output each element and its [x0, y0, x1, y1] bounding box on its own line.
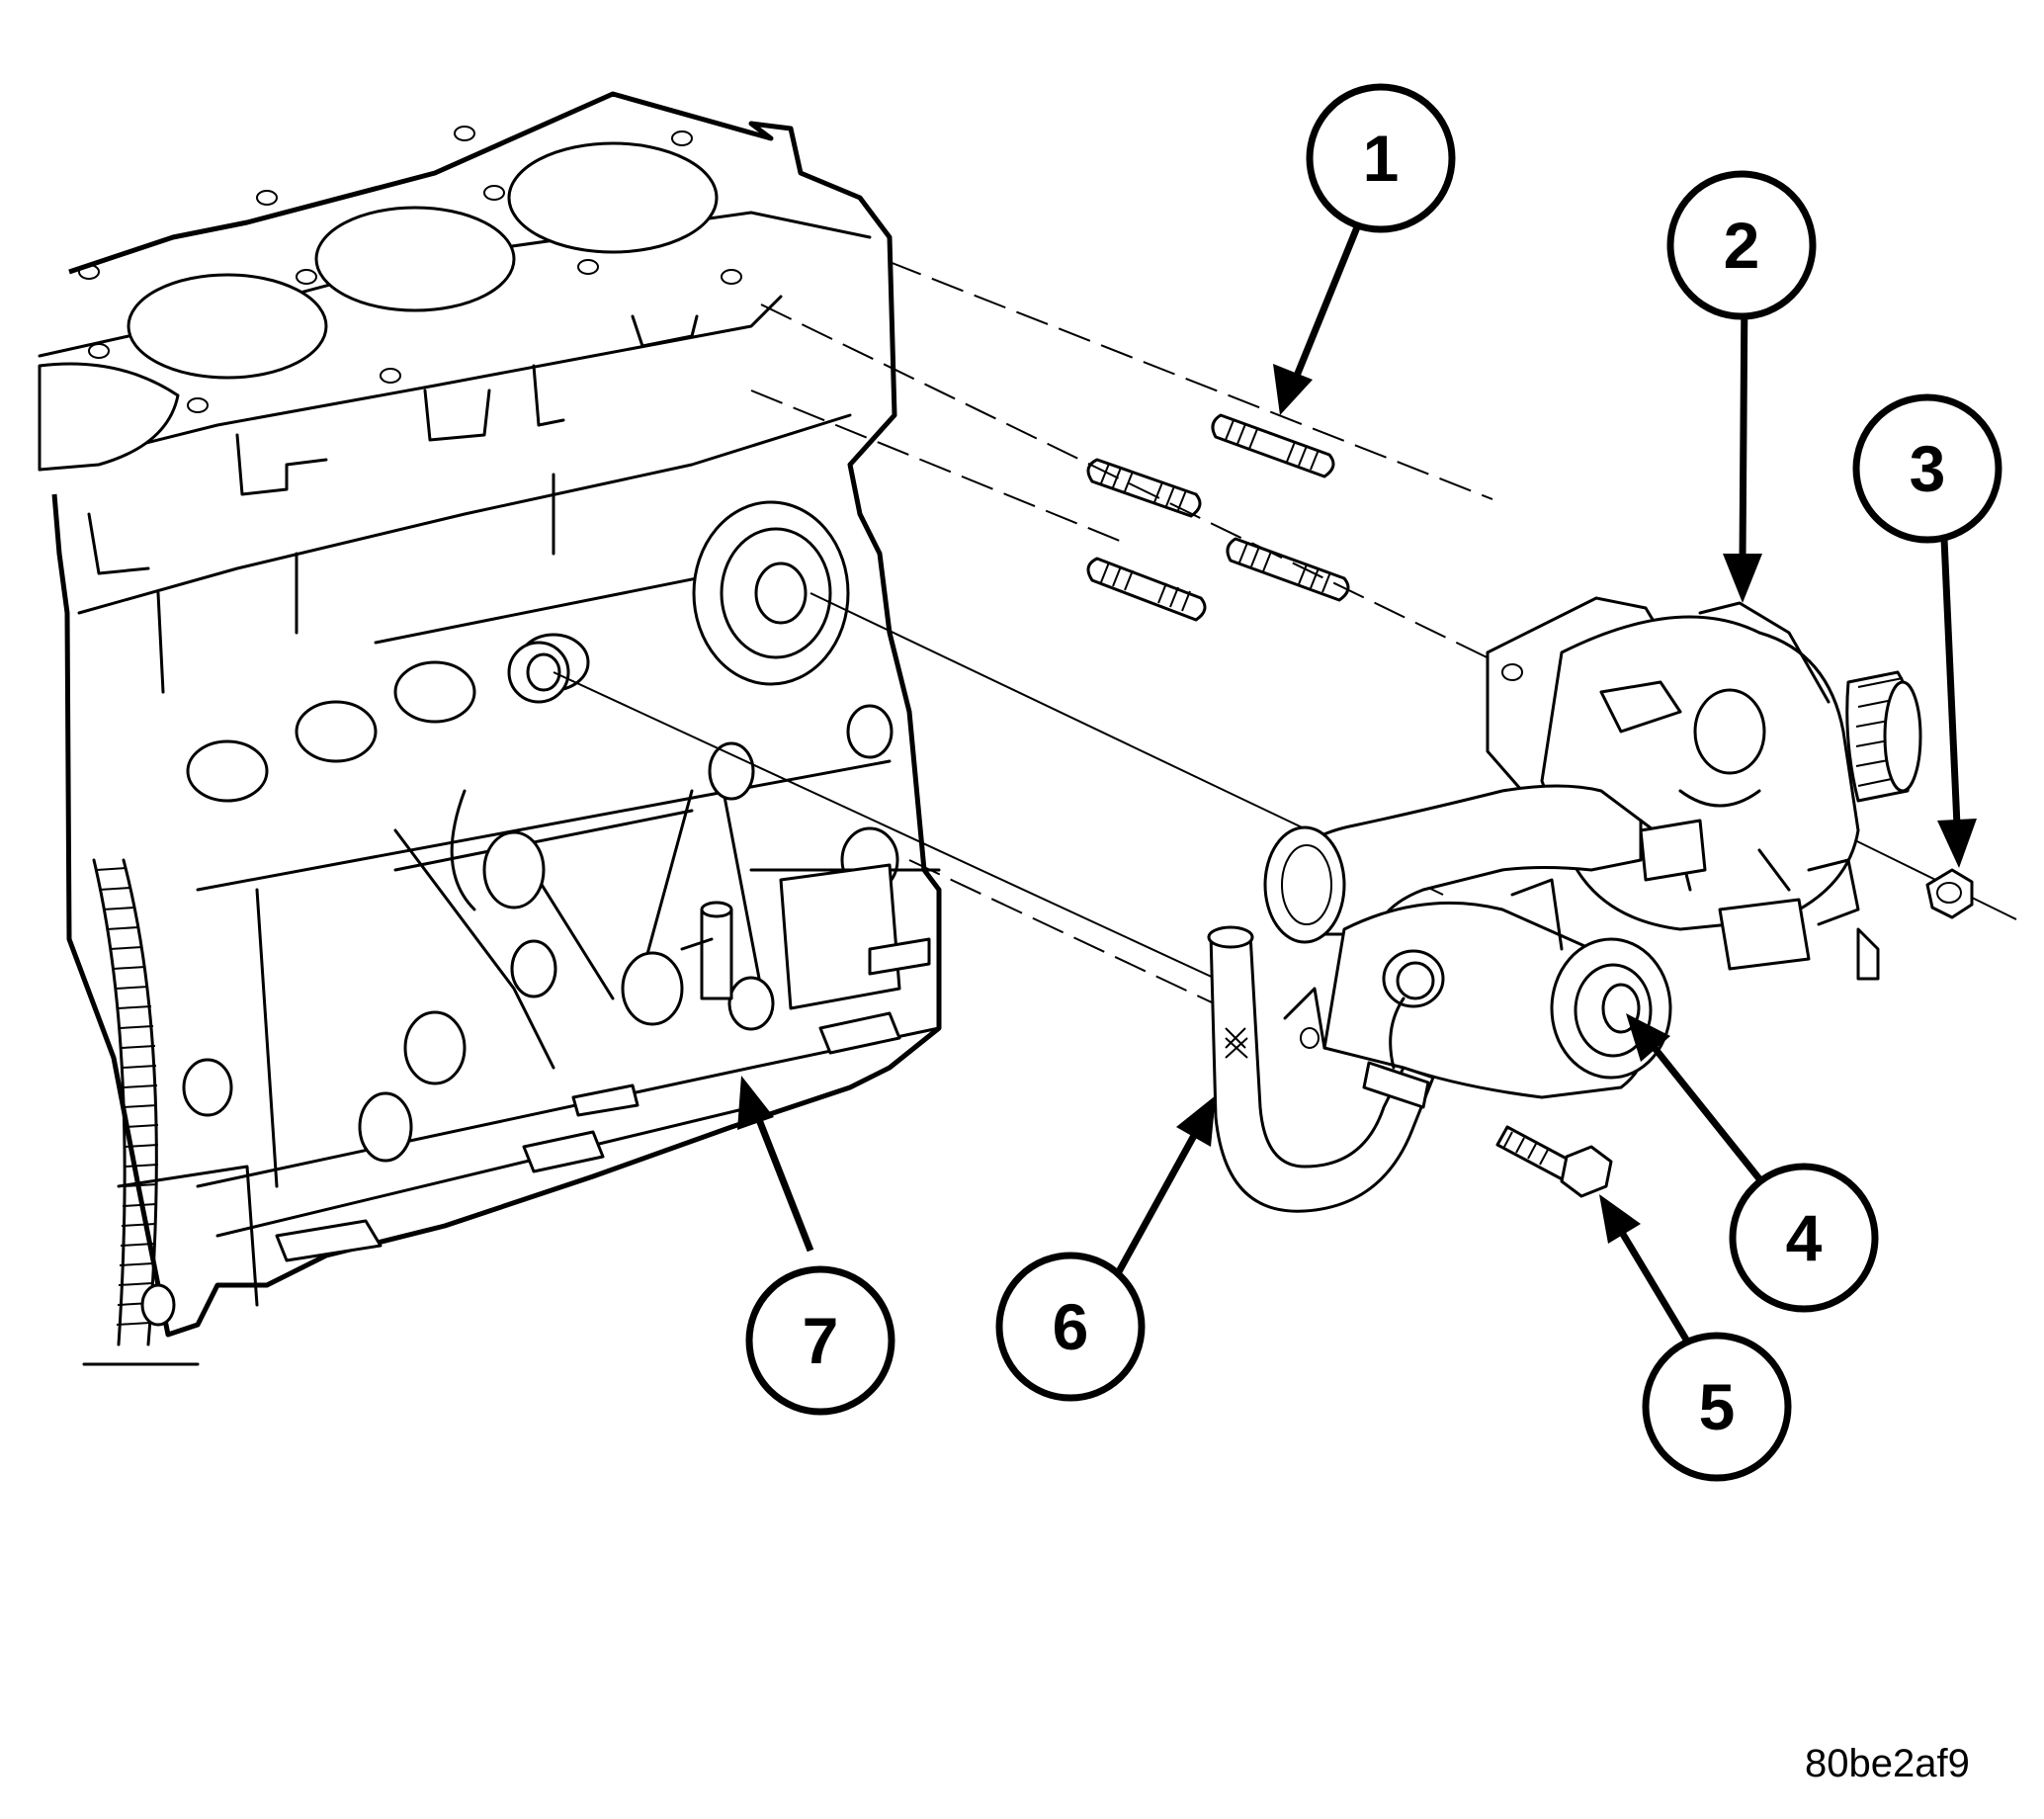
stud-right — [1226, 537, 1350, 602]
arrow-5-head — [1599, 1194, 1641, 1244]
arrow-6-head — [1176, 1095, 1216, 1147]
arrow-1-head — [1273, 364, 1313, 415]
callout-1-label: 1 — [1363, 122, 1400, 195]
stud-lower — [1086, 557, 1207, 622]
flywheel-ring-gear — [82, 858, 200, 1366]
head-bolt-holes — [78, 126, 742, 413]
mounting-nut — [1925, 868, 1974, 919]
callout-5-label: 5 — [1699, 1370, 1736, 1443]
callout-2-label: 2 — [1724, 209, 1760, 282]
arrow-3-head — [1937, 819, 1977, 868]
callout-6: 6 — [995, 1252, 1146, 1402]
arrow-4-head — [1626, 1013, 1670, 1062]
callout-6-label: 6 — [1053, 1290, 1089, 1363]
stud-middle — [1086, 458, 1202, 518]
arrow-7-head — [737, 1076, 774, 1130]
water-pump-assembly — [1263, 596, 1922, 1099]
engine-block — [38, 91, 942, 1366]
callout-2: 2 — [1666, 170, 1817, 320]
mounting-studs — [1086, 413, 1350, 622]
figure-id: 80be2af9 — [1805, 1742, 1970, 1785]
callout-7: 7 — [745, 1265, 895, 1416]
mounting-bolt — [1495, 1125, 1613, 1198]
bypass-hose — [1207, 925, 1435, 1213]
callout-7-label: 7 — [803, 1304, 839, 1377]
callout-3-label: 3 — [1910, 432, 1946, 505]
callout-4: 4 — [1729, 1163, 1879, 1313]
callout-5: 5 — [1642, 1332, 1792, 1482]
callout-3: 3 — [1852, 393, 2002, 544]
callout-arrows — [737, 220, 1977, 1356]
callout-4-label: 4 — [1786, 1201, 1823, 1274]
stud-top — [1211, 413, 1335, 478]
arrow-2-head — [1723, 554, 1762, 603]
callout-1: 1 — [1306, 83, 1456, 233]
